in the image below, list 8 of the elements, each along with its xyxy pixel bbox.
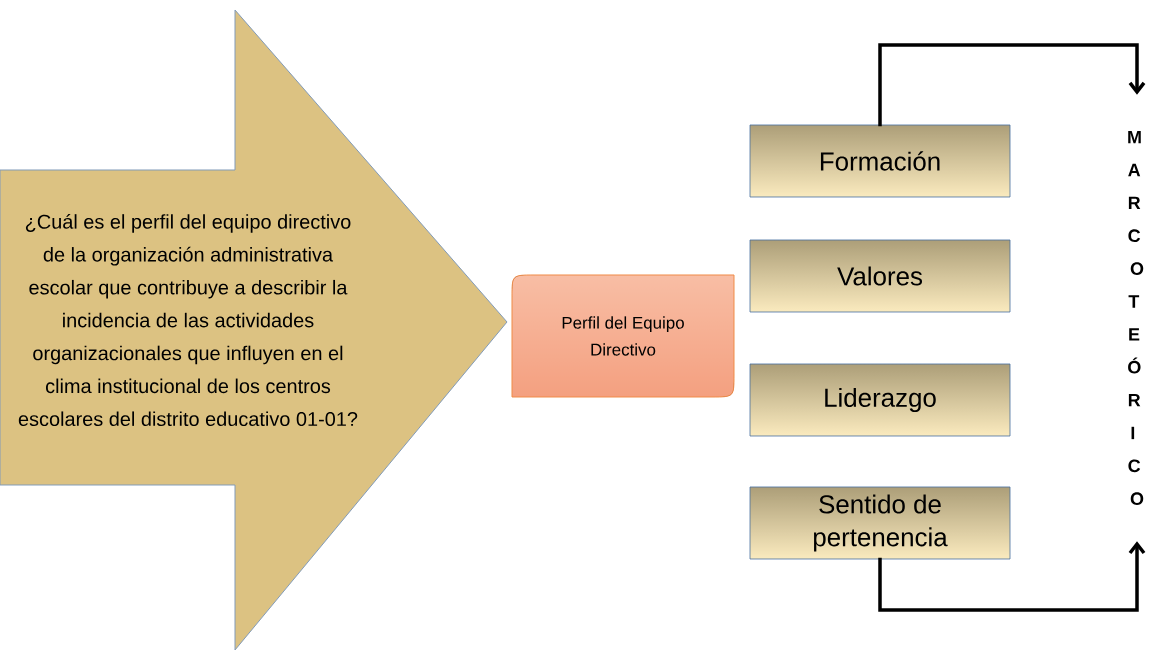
category-box: Formación <box>749 124 1011 198</box>
connector-arrow <box>878 43 1146 127</box>
label-box: Perfil del Equipo Directivo <box>511 274 735 398</box>
connector-arrow <box>878 541 1146 612</box>
vertical-label: MARCO TEÓRICO <box>1128 130 1144 506</box>
category-box: Sentido de pertenencia <box>749 486 1011 560</box>
category-box: Valores <box>749 239 1011 313</box>
category-box: Liderazgo <box>749 363 1011 437</box>
